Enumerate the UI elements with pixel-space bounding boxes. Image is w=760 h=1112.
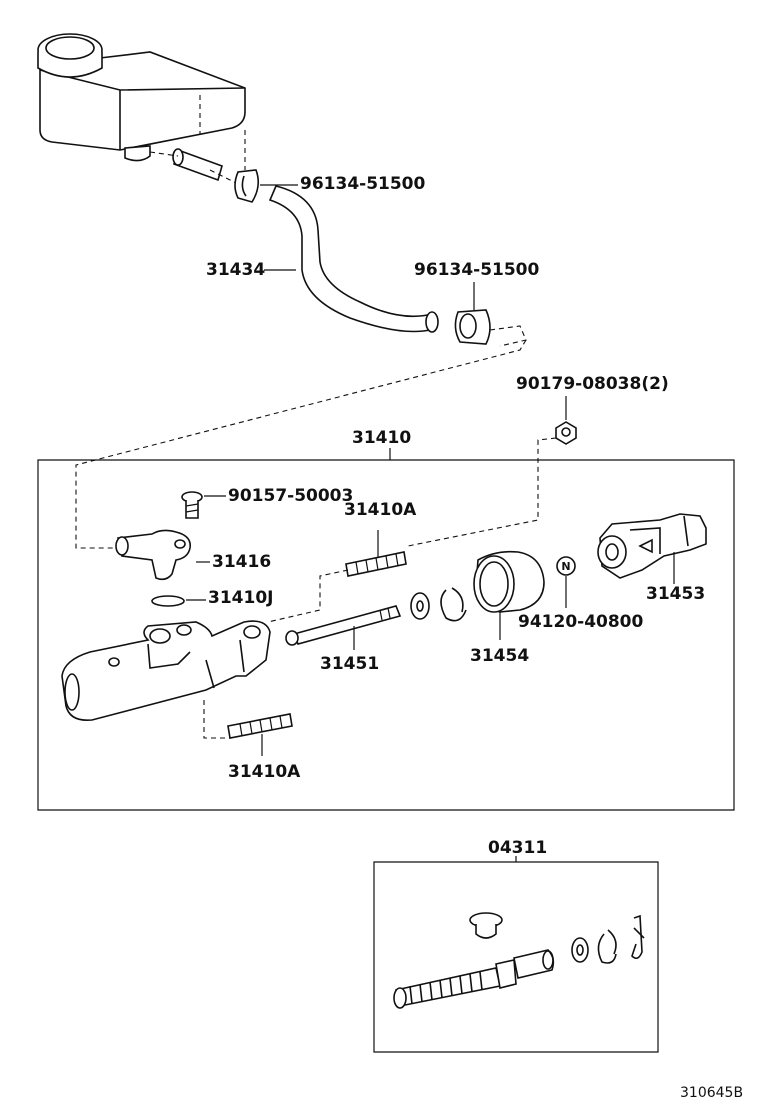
hose [264, 185, 439, 333]
n-marker-label: N [561, 560, 570, 573]
kit-washer [571, 937, 589, 963]
reservoir-tank [37, 33, 246, 162]
callout-rod: 31451 [320, 654, 380, 674]
rod-31451 [285, 605, 402, 650]
callout-repair-kit: 04311 [488, 838, 548, 858]
callout-union: 31416 [212, 552, 272, 572]
snap-ring [440, 587, 467, 622]
nut-90179 [407, 396, 577, 547]
boot [473, 550, 545, 640]
master-cylinder-body [61, 620, 271, 739]
figure-code: 310645B [680, 1085, 744, 1101]
callout-hose: 31434 [206, 260, 266, 280]
push-rod-clevis [597, 513, 707, 584]
callout-clip-upper: 96134-51500 [300, 174, 426, 194]
callout-assembly: 31410 [352, 428, 412, 448]
callout-clip-lower: 96134-51500 [414, 260, 540, 280]
washer [410, 592, 430, 620]
callout-grommet: 31410J [208, 588, 274, 608]
stud-upper [267, 530, 407, 623]
callout-stud-upper: 31410A [344, 500, 417, 520]
stud-lower [227, 713, 293, 756]
reservoir-outlet [149, 130, 246, 185]
clip-lower [454, 282, 527, 347]
callout-nut: 90179-08038(2) [516, 374, 669, 394]
kit-clip [631, 914, 645, 960]
kit-snap-ring [597, 929, 617, 964]
union-fitting [115, 529, 210, 581]
leader-hose-to-union [75, 339, 527, 549]
clip-upper [234, 169, 298, 203]
callout-stud-lower: 31410A [228, 762, 301, 782]
o-ring [151, 595, 206, 607]
bleeder-screw [181, 491, 226, 519]
callout-nut-n: 94120-40800 [518, 612, 644, 632]
assembly-box [37, 459, 735, 811]
kit-cap [469, 912, 503, 939]
callout-push-rod: 31453 [646, 584, 706, 604]
repair-kit-box [373, 861, 659, 1053]
callout-boot: 31454 [470, 646, 530, 666]
callout-bleeder: 90157-50003 [228, 486, 354, 506]
n-marker: N [556, 556, 576, 608]
kit-piston [393, 949, 555, 1009]
